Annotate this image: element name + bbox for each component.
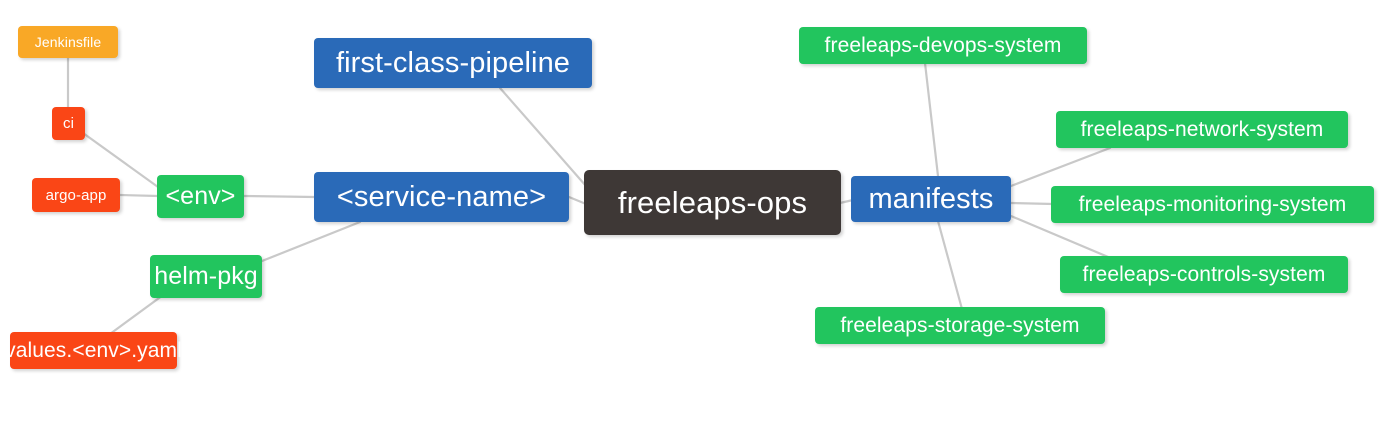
edge-root-to-service-name [567, 195, 588, 206]
node-env[interactable]: <env> [157, 175, 244, 218]
node-jenkinsfile[interactable]: Jenkinsfile [18, 26, 118, 58]
edge-env-to-argo-app [118, 193, 160, 198]
node-freeleaps-controls-system[interactable]: freeleaps-controls-system [1060, 256, 1348, 293]
edge-manifests-to-storage-system [936, 219, 964, 311]
node-label-ci: ci [62, 115, 75, 132]
node-first-class-pipeline[interactable]: first-class-pipeline [314, 38, 592, 88]
edge-manifests-to-network-system [1009, 146, 1112, 188]
node-label-first-class-pipeline: first-class-pipeline [335, 46, 571, 79]
node-label-argo-app: argo-app [45, 186, 107, 204]
node-ci[interactable]: ci [52, 107, 85, 140]
node-freeleaps-devops-system[interactable]: freeleaps-devops-system [799, 27, 1087, 64]
edge-service-name-to-env [242, 194, 316, 199]
node-label-monitoring-system: freeleaps-monitoring-system [1078, 192, 1347, 216]
node-manifests[interactable]: manifests [851, 176, 1011, 222]
node-label-manifests: manifests [868, 182, 994, 215]
node-helm-pkg[interactable]: helm-pkg [150, 255, 262, 298]
node-label-jenkinsfile: Jenkinsfile [34, 34, 102, 50]
node-label-values-yaml: values.<env>.yaml [5, 338, 182, 362]
edge-manifests-to-controls-system [1009, 214, 1122, 264]
node-label-controls-system: freeleaps-controls-system [1082, 262, 1326, 286]
node-service-name[interactable]: <service-name> [314, 172, 569, 222]
node-label-env: <env> [165, 182, 236, 210]
edge-env-to-ci [81, 131, 160, 189]
node-label-helm-pkg: helm-pkg [154, 262, 258, 290]
edge-manifests-to-monitoring-system [1009, 201, 1055, 206]
node-freeleaps-network-system[interactable]: freeleaps-network-system [1056, 111, 1348, 148]
node-freeleaps-monitoring-system[interactable]: freeleaps-monitoring-system [1051, 186, 1374, 223]
node-values-yaml[interactable]: values.<env>.yaml [5, 332, 182, 369]
edge-manifests-to-devops-system [923, 61, 940, 178]
node-label-devops-system: freeleaps-devops-system [824, 33, 1062, 57]
node-root-freeleaps-ops[interactable]: freeleaps-ops [584, 170, 841, 235]
node-label-network-system: freeleaps-network-system [1080, 117, 1324, 141]
edge-root-to-first-class-pipeline [498, 86, 588, 188]
edge-root-to-manifests [838, 198, 855, 205]
node-label-service-name: <service-name> [336, 180, 547, 213]
node-argo-app[interactable]: argo-app [32, 178, 120, 212]
node-freeleaps-storage-system[interactable]: freeleaps-storage-system [815, 307, 1105, 344]
node-label-storage-system: freeleaps-storage-system [840, 313, 1080, 337]
edge-service-name-to-helm-pkg [250, 220, 362, 267]
node-label-root: freeleaps-ops [617, 184, 808, 220]
